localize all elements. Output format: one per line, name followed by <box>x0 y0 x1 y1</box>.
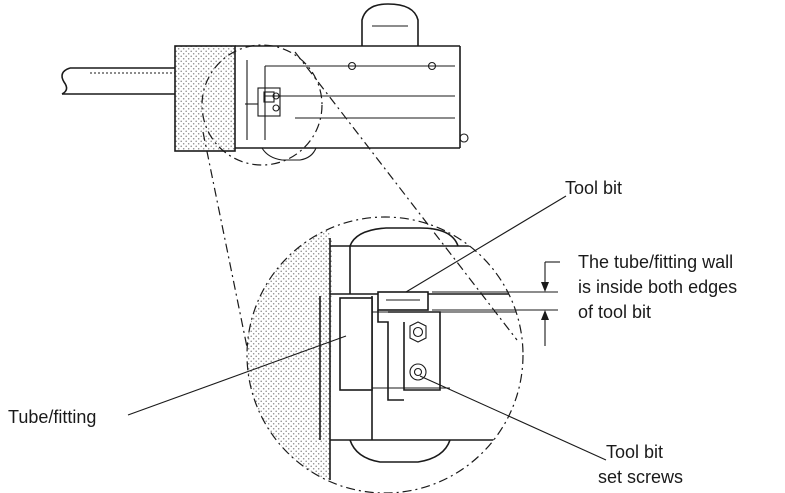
overview-drawing <box>61 3 469 166</box>
label-wall-line2: is inside both edges <box>578 277 737 297</box>
zoom-line-left <box>202 131 249 353</box>
set-screw-lower <box>409 363 427 381</box>
set-screw-upper <box>409 321 427 343</box>
detail-view <box>246 216 524 493</box>
tool-body <box>235 3 469 161</box>
leader-tool-bit <box>405 195 567 293</box>
label-set-screws-line1: Tool bit <box>606 442 663 462</box>
label-set-screws-line2: set screws <box>598 467 683 487</box>
label-tube-fitting: Tube/fitting <box>8 407 96 427</box>
tool-bit-holder <box>388 311 441 391</box>
wall-dimension <box>432 261 560 346</box>
label-tool-bit: Tool bit <box>565 178 622 198</box>
leader-set-screws <box>419 375 607 461</box>
detail-callout-circle <box>201 44 323 166</box>
tube-shaft <box>61 67 186 104</box>
label-wall-line3: of tool bit <box>578 302 651 322</box>
zoom-line-right <box>294 51 518 341</box>
fitting-collar <box>174 45 236 152</box>
tube-fitting-part <box>339 297 373 391</box>
leader-tube-fitting <box>127 335 347 416</box>
detail-circle <box>246 216 524 493</box>
tool-bit <box>377 291 429 401</box>
label-wall-line1: The tube/fitting wall <box>578 252 733 272</box>
